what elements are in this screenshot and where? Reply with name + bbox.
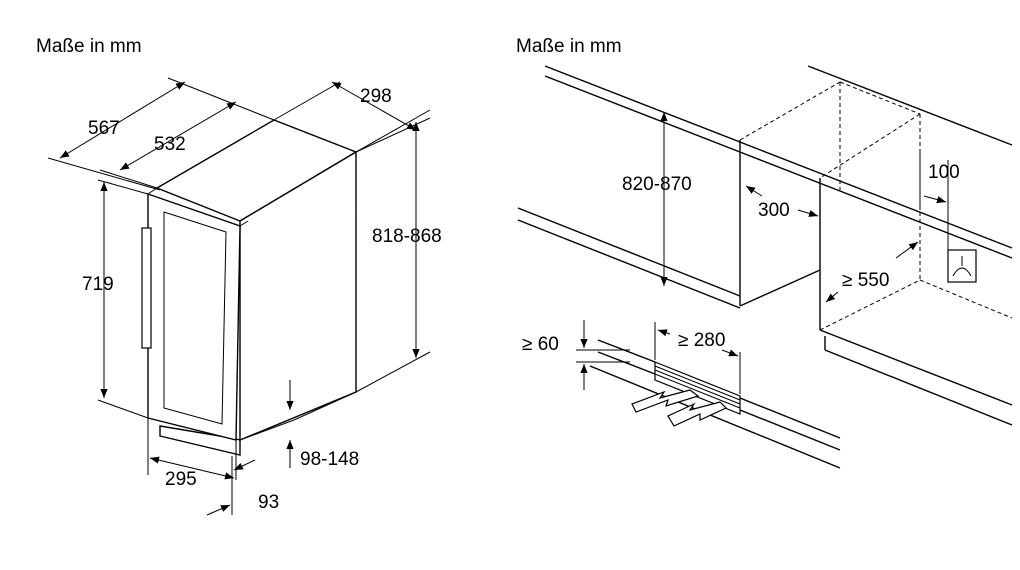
dim-vent-height: ≥ 60: [522, 334, 559, 355]
right-dimension-lines: [576, 112, 949, 394]
dim-niche-height: 820-870: [622, 174, 692, 195]
right-diagram-title: Maße in mm: [516, 36, 622, 57]
dim-vent-width: ≥ 280: [678, 330, 725, 351]
air-in-arrow: [667, 401, 728, 427]
left-diagram-title: Maße in mm: [36, 36, 142, 57]
dim-plinth: 98-148: [300, 449, 359, 470]
left-dimension-lines: [47, 77, 431, 516]
cooler-door-glass: [163, 211, 227, 425]
niche-drawing: [517, 65, 1013, 469]
dim-offset: 93: [258, 492, 279, 513]
dim-door-height: 719: [82, 274, 114, 295]
door-handle: [141, 227, 152, 349]
dim-depth-total: 567: [88, 118, 120, 139]
dim-socket-offset: 100: [928, 162, 960, 183]
cooler-door: [147, 193, 241, 441]
air-out-arrow: [631, 389, 700, 413]
wine-cooler-drawing: [141, 119, 358, 456]
dim-width: 298: [360, 86, 392, 107]
dim-niche-depth: ≥ 550: [842, 270, 889, 291]
socket-icon: [947, 249, 977, 283]
dim-depth-body: 532: [154, 134, 186, 155]
socket-symbol: [952, 256, 972, 277]
dim-niche-width: 300: [758, 200, 790, 221]
vent-grille: [654, 361, 741, 415]
dim-door-width: 295: [165, 469, 197, 490]
dim-height-total: 818-868: [372, 226, 442, 247]
